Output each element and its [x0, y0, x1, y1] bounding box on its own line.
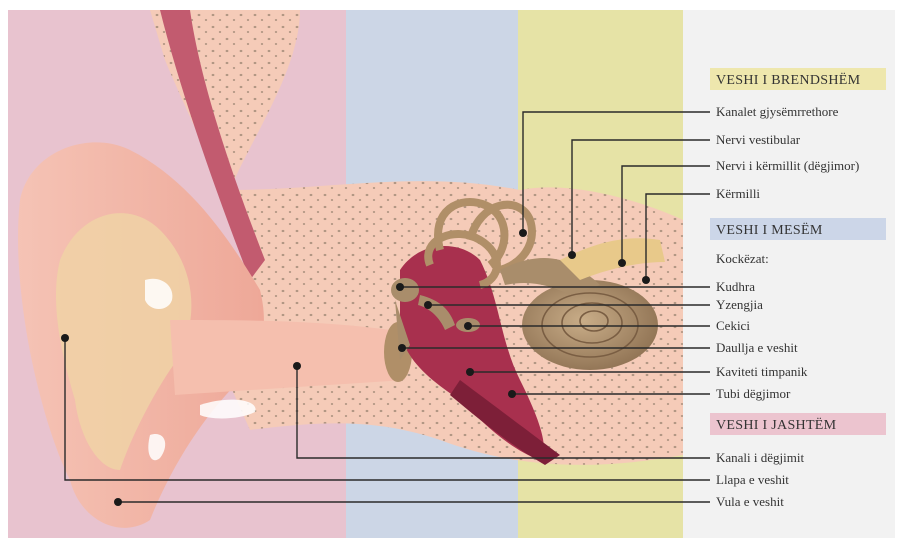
label-cochlear-nerve: Nervi i kërmillit (dëgjimor) [716, 158, 859, 173]
outer-ear-header: VESHI I JASHTËM [710, 413, 886, 435]
outer-ear-title: VESHI I JASHTËM [716, 416, 837, 433]
label-auricle: Llapa e veshit [716, 472, 789, 487]
label-vestibular-nerve: Nervi vestibular [716, 132, 801, 147]
label-hammer: Cekici [716, 318, 750, 333]
inner-ear-header: VESHI I BRENDSHËM [710, 68, 886, 90]
label-earlobe: Vula e veshit [716, 494, 784, 509]
label-semicircular-canals: Kanalet gjysëmrrethore [716, 104, 839, 119]
label-ossicles-heading: Kockëzat: [716, 251, 769, 266]
inner-ear-title: VESHI I BRENDSHËM [716, 71, 861, 88]
label-eardrum: Daullja e veshit [716, 340, 798, 355]
middle-ear-header: VESHI I MESËM [710, 218, 886, 240]
label-tympanic-cavity: Kaviteti timpanik [716, 364, 808, 379]
label-anvil: Kudhra [716, 279, 755, 294]
label-cochlea: Kërmilli [716, 186, 760, 201]
label-ear-canal: Kanali i dëgjimit [716, 450, 804, 465]
label-eustachian-tube: Tubi dëgjimor [716, 386, 791, 401]
cochlea-shape [522, 280, 658, 370]
label-stirrup: Yzengjia [716, 297, 763, 312]
middle-ear-title: VESHI I MESËM [716, 221, 823, 238]
